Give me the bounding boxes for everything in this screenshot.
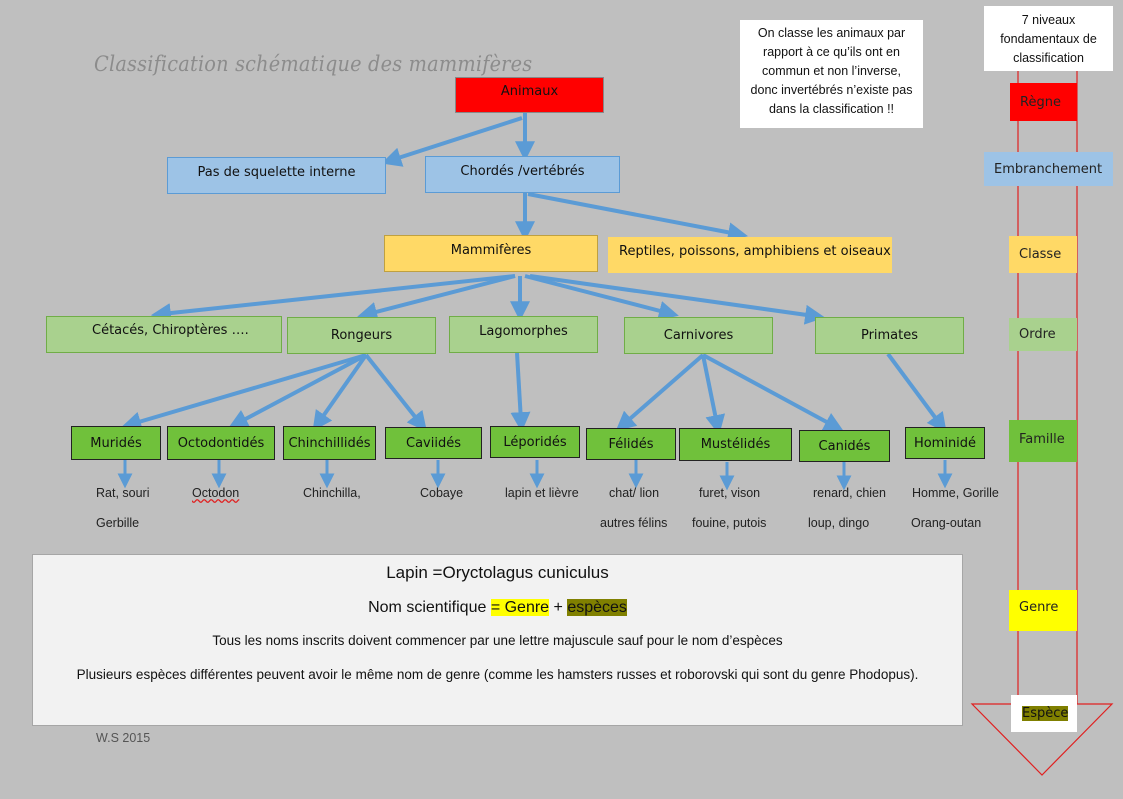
arrow-rongeurs-murides	[121, 353, 367, 432]
level-genre: Genre	[1009, 590, 1077, 631]
node-chinchillides: Chinchillidés	[283, 426, 376, 460]
arrow-carnivores-felides	[615, 353, 705, 432]
level-embranchement: Embranchement	[984, 152, 1113, 186]
node-carnivores: Carnivores	[624, 317, 773, 354]
arrow-rongeurs-octodontides	[228, 353, 367, 429]
info-line2-plus: +	[549, 599, 568, 616]
arrow-mammiferes-carnivores	[524, 274, 679, 321]
example-murides-1: Rat, souri	[96, 486, 150, 500]
level-espece: Espèce	[1011, 695, 1077, 732]
nomenclature-info-box: Lapin =Oryctolagus cuniculus Nom scienti…	[32, 554, 963, 726]
node-hominide: Hominidé	[905, 427, 985, 459]
arrow-carnivores-canides	[702, 353, 844, 432]
example-hominide-2: Orang-outan	[911, 516, 982, 530]
level-espece-label: Espèce	[1022, 706, 1069, 721]
arrow-lagomorphes-leporides	[510, 352, 531, 433]
example-canides-2: loup, dingo	[808, 516, 870, 530]
arrow-animaux-pas-squelette	[381, 116, 523, 167]
example-chinchillides-1: Chinchilla,	[303, 486, 361, 500]
diagram-title: Classification schématique des mammifère…	[94, 52, 533, 76]
level-regne: Règne	[1010, 83, 1077, 121]
node-cetaces: Cétacés, Chiroptères ….	[46, 316, 282, 353]
node-primates: Primates	[815, 317, 964, 354]
arrow-mammiferes-primates	[529, 274, 826, 325]
classification-note: On classe les animaux par rapport à ce q…	[740, 20, 923, 128]
node-mammiferes: Mammifères	[384, 235, 598, 272]
author-credit: W.S 2015	[96, 731, 151, 745]
node-felides: Félidés	[586, 428, 676, 460]
info-line2-prefix: Nom scientifique	[368, 599, 491, 616]
arrow-carnivores-mustelides	[701, 354, 726, 435]
example-mustelides-2: fouine, putois	[692, 516, 767, 530]
info-genre-highlight: = Genre	[490, 599, 550, 616]
node-chordes: Chordés /vertébrés	[425, 156, 620, 193]
example-caviides-1: Cobaye	[420, 486, 464, 500]
arrow-chordes-reptiles	[527, 192, 749, 243]
example-mustelides-1: furet, vison	[699, 486, 761, 500]
info-lapin-name: Lapin =Oryctolagus cuniculus	[386, 563, 609, 582]
level-famille: Famille	[1009, 420, 1077, 462]
levels-big-arrow	[970, 17, 1114, 776]
node-caviides: Caviidés	[385, 427, 482, 459]
level-classe: Classe	[1009, 236, 1077, 273]
node-pas-de-squelette: Pas de squelette interne	[167, 157, 386, 194]
node-rongeurs: Rongeurs	[287, 317, 436, 354]
node-octodontides: Octodontidés	[167, 426, 275, 460]
arrow-rongeurs-caviides	[364, 353, 427, 432]
node-leporides: Léporidés	[490, 426, 580, 458]
example-hominide-1: Homme, Gorille	[912, 486, 999, 500]
info-capital-rule: Tous les noms inscrits doivent commencer…	[212, 633, 783, 648]
info-scientific-name-rule: Nom scientifique = Genre + espèces	[33, 599, 962, 617]
arrow-rongeurs-chinchillides	[312, 353, 368, 432]
example-octodontides-1: Octodon	[192, 486, 240, 500]
example-murides-2: Gerbille	[96, 516, 140, 530]
node-canides: Canidés	[799, 430, 890, 462]
arrow-mammiferes-rongeurs	[357, 274, 516, 322]
node-reptiles: Reptiles, poissons, amphibiens et oiseau…	[608, 237, 892, 273]
node-lagomorphes: Lagomorphes	[449, 316, 598, 353]
node-animaux: Animaux	[455, 77, 604, 113]
info-especes-highlight: espèces	[567, 599, 627, 616]
node-murides: Muridés	[71, 426, 161, 460]
example-leporides-1: lapin et lièvre	[505, 486, 579, 500]
arrow-primates-hominide	[886, 352, 947, 433]
arrow-mammiferes-cetaces	[150, 274, 516, 324]
example-felides-2: autres félins	[600, 516, 668, 530]
node-mustelides: Mustélidés	[679, 428, 792, 461]
info-genre-rule: Plusieurs espèces différentes peuvent av…	[76, 667, 919, 682]
levels-header: 7 niveaux fondamentaux de classification	[984, 6, 1113, 71]
level-ordre: Ordre	[1009, 318, 1077, 351]
example-canides-1: renard, chien	[813, 486, 886, 500]
example-felides-1: chat/ lion	[609, 486, 660, 500]
